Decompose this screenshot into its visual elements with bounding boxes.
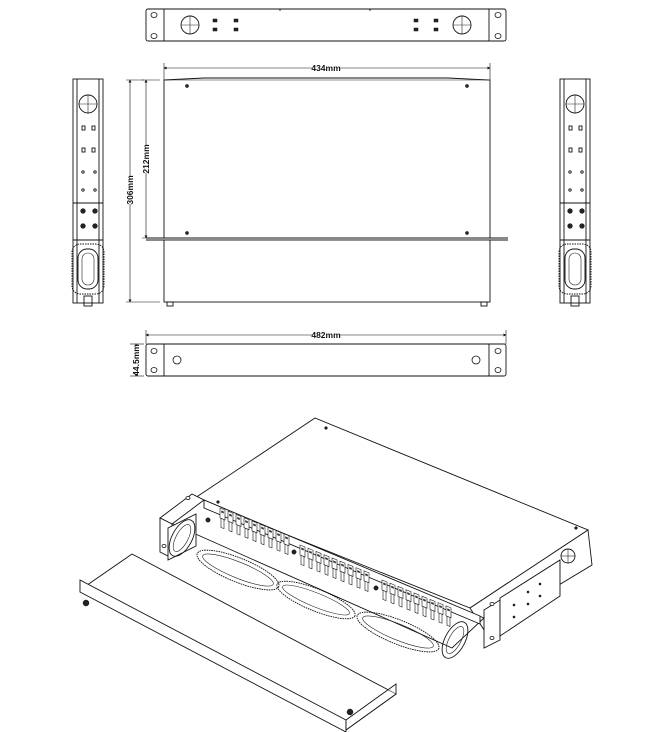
front-view-top bbox=[145, 8, 507, 42]
dim-434: 434mm bbox=[311, 63, 341, 73]
plan-view: 434mm 212mm 306mm bbox=[125, 63, 508, 307]
dim-212: 212mm bbox=[141, 144, 151, 174]
dim-306: 306mm bbox=[125, 175, 135, 205]
side-view-right bbox=[558, 78, 592, 307]
front-view-dimensioned: 482mm 44.5mm bbox=[130, 330, 507, 377]
side-view-left bbox=[71, 78, 105, 307]
isometric-view bbox=[79, 417, 593, 732]
dim-482: 482mm bbox=[311, 330, 341, 340]
dim-44-5: 44.5mm bbox=[131, 344, 141, 376]
